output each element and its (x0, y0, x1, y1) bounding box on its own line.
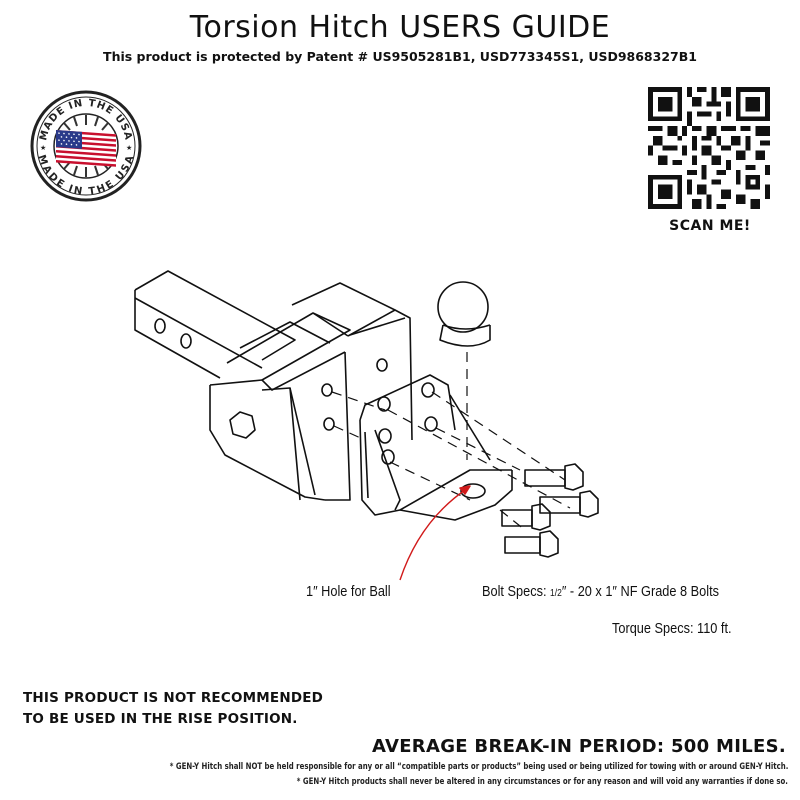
rise-position-warning: THIS PRODUCT IS NOT RECOMMENDED TO BE US… (23, 690, 324, 727)
hole-for-ball-label: 1″ Hole for Ball (306, 583, 391, 600)
page-title: Torsion Hitch USERS GUIDE (189, 10, 611, 45)
svg-text:★: ★ (126, 144, 132, 152)
break-in-period-notice: AVERAGE BREAK-IN PERIOD: 500 MILES. (371, 736, 786, 757)
qr-code-icon[interactable] (648, 87, 770, 209)
bolts (501, 463, 599, 558)
hitch-exploded-diagram (134, 270, 599, 581)
made-in-usa-badge: MADE IN THE USA MADE IN THE USA ★ ★ (30, 90, 142, 202)
ball-mount-bracket (359, 374, 513, 521)
hole-arrow-icon (399, 485, 471, 581)
disclaimer-compatible-parts: * GEN-Y Hitch shall NOT be held responsi… (169, 762, 788, 772)
svg-text:★: ★ (40, 144, 46, 152)
patent-notice: This product is protected by Patent # US… (103, 49, 697, 64)
receiver-shank (134, 270, 296, 379)
usa-flag-icon (56, 130, 116, 167)
torsion-housing (209, 282, 413, 501)
bolt-specs-label: Bolt Specs: 1/2″ - 20 x 1″ NF Grade 8 Bo… (482, 583, 719, 600)
hitch-ball (437, 281, 491, 347)
scan-me-caption: SCAN ME! (669, 218, 751, 234)
torque-specs-label: Torque Specs: 110 ft. (612, 620, 732, 637)
disclaimer-alterations: * GEN-Y Hitch products shall never be al… (296, 777, 788, 787)
